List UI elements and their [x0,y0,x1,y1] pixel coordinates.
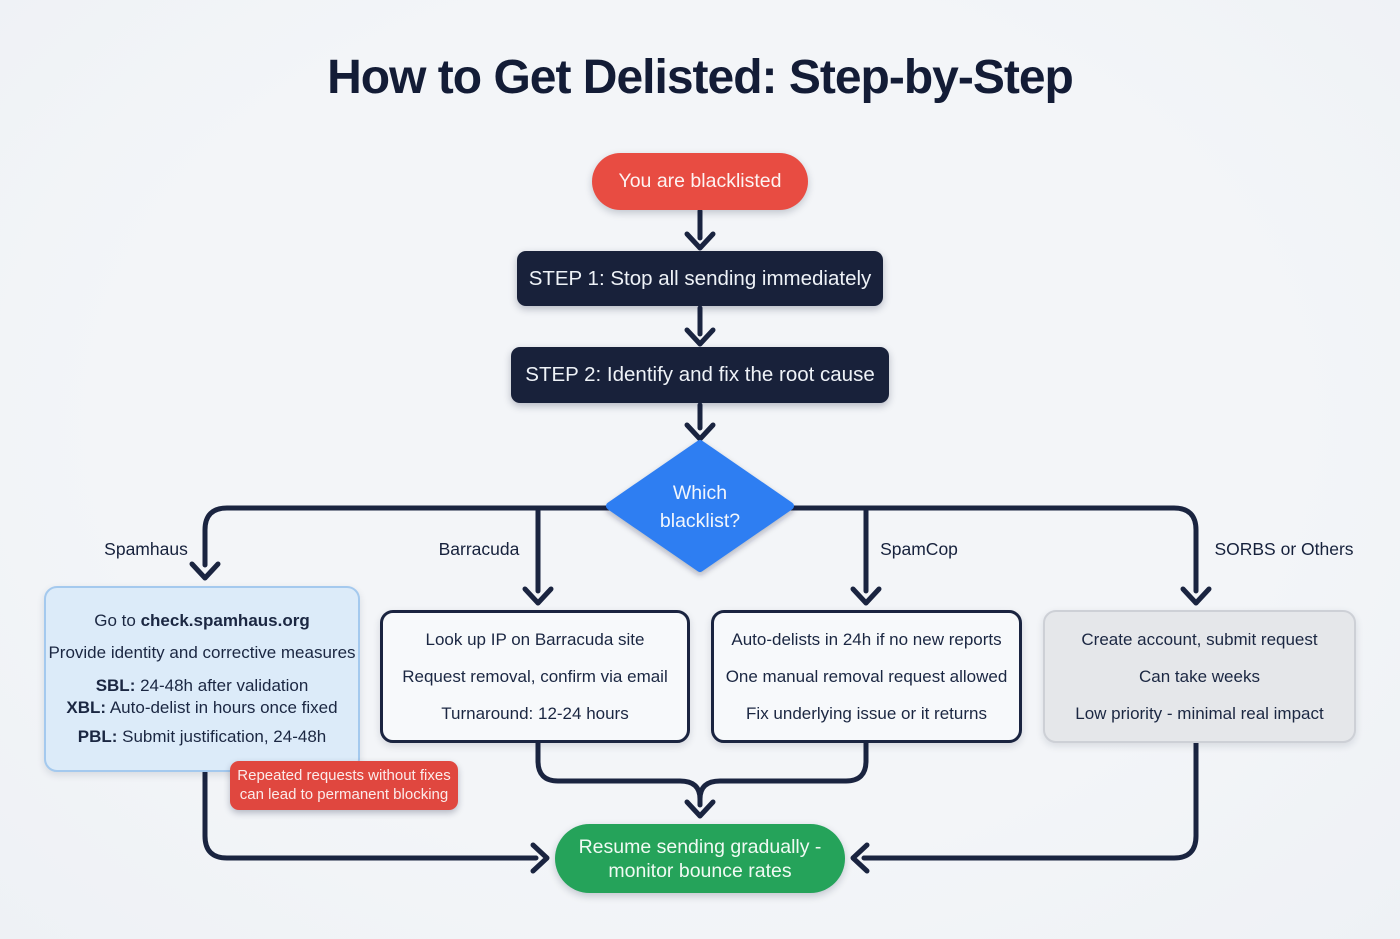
spamhaus-box: Go to check.spamhaus.org Provide identit… [44,586,360,772]
step2-node: STEP 2: Identify and fix the root cause [511,347,889,403]
step1-node: STEP 1: Stop all sending immediately [517,251,883,306]
spamhaus-step: Go to check.spamhaus.org [94,611,310,630]
barracuda-step: Look up IP on Barracuda site [425,629,645,649]
funnel-spamcop [697,740,869,802]
arrowhead-left-end [530,842,550,874]
end-line1: Resume sending gradually - [578,835,822,858]
barracuda-step: Request removal, confirm via email [402,666,668,686]
arrowhead-right-end [850,842,870,874]
decision-label: Which blacklist? [630,478,770,536]
spamcop-step: One manual removal request allowed [725,666,1008,686]
start-node: You are blacklisted [592,153,808,210]
end-node: Resume sending gradually - monitor bounc… [555,824,845,893]
spamhaus-step: SBL: 24-48h after validation [95,676,309,695]
arrowhead-funnel-end [684,799,716,819]
spamhaus-step: XBL: Auto-delist in hours once fixed [66,698,338,717]
decision-line1: Which [672,482,728,504]
arrowhead-spamhaus [189,561,221,581]
spamhaus-step: Provide identity and corrective measures [48,643,356,662]
branch-label-sorbs: SORBS or Others [1214,539,1354,559]
arrowhead-step2-decision [684,422,716,442]
end-line2: monitor bounce rates [608,859,792,882]
decision-line2: blacklist? [659,510,741,532]
branch-label-spamcop: SpamCop [880,539,958,559]
branch-label-spamhaus: Spamhaus [104,539,188,559]
funnel-barracuda [535,740,703,802]
arrowhead-spamcop [850,586,882,606]
branch-label-barracuda: Barracuda [438,539,520,559]
barracuda-step: Turnaround: 12-24 hours [441,703,629,723]
sorbs-step: Create account, submit request [1081,629,1318,649]
sorbs-step: Low priority - minimal real impact [1075,703,1324,723]
arrowhead-sorbs [1180,586,1212,606]
sorbs-step: Can take weeks [1139,666,1260,686]
sorbs-box: Create account, submit request Can take … [1043,610,1356,743]
warning-line1: Repeated requests without fixes [237,767,451,784]
page-title: How to Get Delisted: Step-by-Step [327,51,1074,104]
arrowhead-barracuda [522,586,554,606]
spamcop-step: Fix underlying issue or it returns [746,703,987,723]
arrowhead-step1-step2 [684,327,716,347]
connector-sorbs-end [861,740,1199,861]
step2-label: STEP 2: Identify and fix the root cause [525,363,875,386]
start-label: You are blacklisted [618,170,782,192]
barracuda-box: Look up IP on Barracuda site Request rem… [380,610,690,743]
spamhaus-step: PBL: Submit justification, 24-48h [77,727,327,746]
spamcop-step: Auto-delists in 24h if no new reports [731,629,1002,649]
arrowhead-start-step1 [684,231,716,251]
spamcop-box: Auto-delists in 24h if no new reports On… [711,610,1022,743]
step1-label: STEP 1: Stop all sending immediately [528,266,872,290]
connector-spamhaus-end [202,769,539,861]
warning-line2: can lead to permanent blocking [239,785,449,803]
decision-diamond [606,440,794,572]
warning-note: Repeated requests without fixes can lead… [230,761,458,810]
